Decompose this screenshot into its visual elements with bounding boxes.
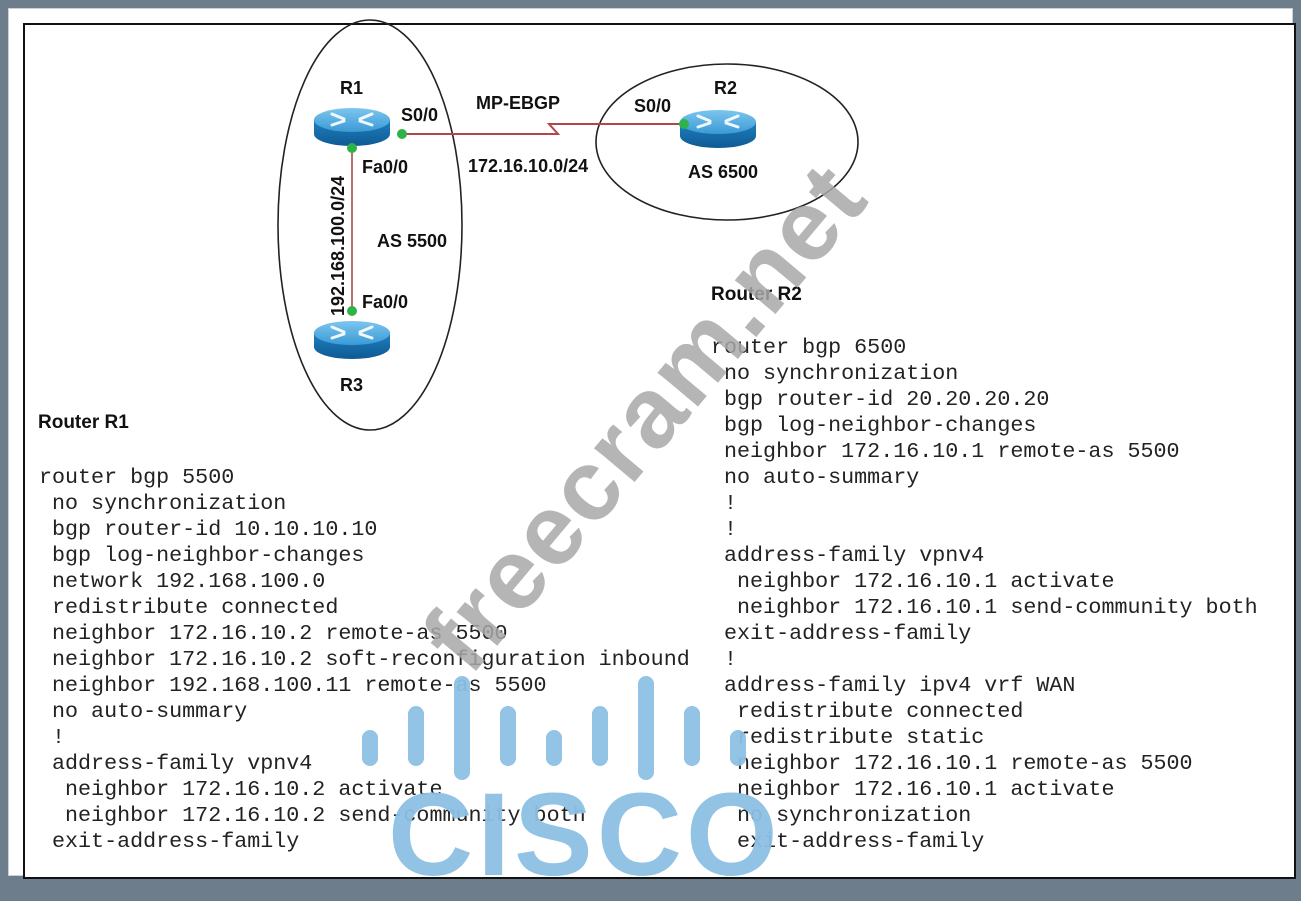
as6500-label: AS 6500	[688, 162, 758, 182]
config-line: neighbor 172.16.10.1 activate	[711, 777, 1115, 802]
config-line: no auto-summary	[39, 699, 248, 724]
r2-s0-label: S0/0	[634, 96, 671, 116]
wan-subnet-label: 172.16.10.0/24	[468, 156, 588, 176]
router-r2-icon	[678, 108, 758, 150]
config-line: network 192.168.100.0	[39, 569, 326, 594]
config-line: neighbor 172.16.10.1 remote-as 5500	[711, 751, 1193, 776]
router-r3-icon	[312, 319, 392, 361]
config-line: redistribute connected	[39, 595, 339, 620]
r2-label: R2	[714, 78, 737, 98]
config-line: exit-address-family	[711, 621, 972, 646]
port-dot	[679, 119, 689, 129]
config-line: address-family vpnv4	[711, 543, 985, 568]
serial-link	[402, 123, 684, 135]
r1-label: R1	[340, 78, 363, 98]
config-line: !	[39, 725, 66, 750]
config-line: bgp log-neighbor-changes	[711, 413, 1037, 438]
logo-bar	[362, 730, 378, 766]
config-line: neighbor 172.16.10.1 remote-as 5500	[711, 439, 1180, 464]
config-line: neighbor 172.16.10.2 send-community both	[39, 803, 586, 828]
router-r1-config: router bgp 5500 no synchronization bgp r…	[39, 465, 690, 855]
as5500-label: AS 5500	[377, 231, 447, 251]
logo-bar	[408, 706, 424, 766]
logo-bar	[546, 730, 562, 766]
config-line: router bgp 5500	[39, 465, 235, 490]
config-line: neighbor 172.16.10.2 soft-reconfiguratio…	[39, 647, 690, 672]
content-border	[23, 23, 1296, 879]
cisco-logo-text: CISCO	[388, 769, 782, 901]
config-line: bgp router-id 10.10.10.10	[39, 517, 378, 542]
as6500-boundary	[595, 63, 859, 221]
config-line: bgp log-neighbor-changes	[39, 543, 365, 568]
config-line: no synchronization	[711, 803, 972, 828]
logo-bar	[592, 706, 608, 766]
logo-bar	[454, 676, 470, 780]
config-line: !	[711, 491, 738, 516]
port-dot	[347, 143, 357, 153]
r3-fa-label: Fa0/0	[362, 292, 408, 312]
config-line: neighbor 172.16.10.2 remote-as 5500	[39, 621, 508, 646]
r3-label: R3	[340, 375, 363, 395]
r1-fa-label: Fa0/0	[362, 157, 408, 177]
r1-s0-label: S0/0	[401, 105, 438, 125]
logo-bar	[638, 676, 654, 780]
config-line: redistribute static	[711, 725, 985, 750]
config-line: no synchronization	[711, 361, 959, 386]
config-line: redistribute connected	[711, 699, 1024, 724]
config-line: neighbor 172.16.10.1 activate	[711, 569, 1115, 594]
config-line: !	[711, 517, 738, 542]
config-line: exit-address-family	[711, 829, 985, 854]
config-line: router bgp 6500	[711, 335, 907, 360]
logo-bar	[500, 706, 516, 766]
router-r1-heading: Router R1	[38, 412, 129, 433]
logo-bar	[684, 706, 700, 766]
config-line: address-family ipv4 vrf WAN	[711, 673, 1076, 698]
config-line: neighbor 192.168.100.11 remote-as 5500	[39, 673, 547, 698]
config-line: bgp router-id 20.20.20.20	[711, 387, 1050, 412]
config-line: exit-address-family	[39, 829, 300, 854]
image-frame	[8, 8, 1296, 879]
config-line: neighbor 172.16.10.2 activate	[39, 777, 443, 802]
config-line: no auto-summary	[711, 465, 920, 490]
config-line: neighbor 172.16.10.1 send-community both	[711, 595, 1258, 620]
as5500-boundary	[277, 19, 463, 431]
router-r1-icon	[312, 106, 392, 148]
port-dot	[347, 306, 357, 316]
port-dot	[397, 129, 407, 139]
logo-bar	[730, 730, 746, 766]
router-r2-heading: Router R2	[711, 284, 802, 305]
config-line: address-family vpnv4	[39, 751, 313, 776]
router-r2-config: router bgp 6500 no synchronization bgp r…	[711, 335, 1258, 855]
link-protocol-label: MP-EBGP	[476, 93, 560, 113]
config-line: !	[711, 647, 738, 672]
config-line: no synchronization	[39, 491, 287, 516]
lan-subnet-label: 192.168.100.0/24	[328, 176, 348, 316]
